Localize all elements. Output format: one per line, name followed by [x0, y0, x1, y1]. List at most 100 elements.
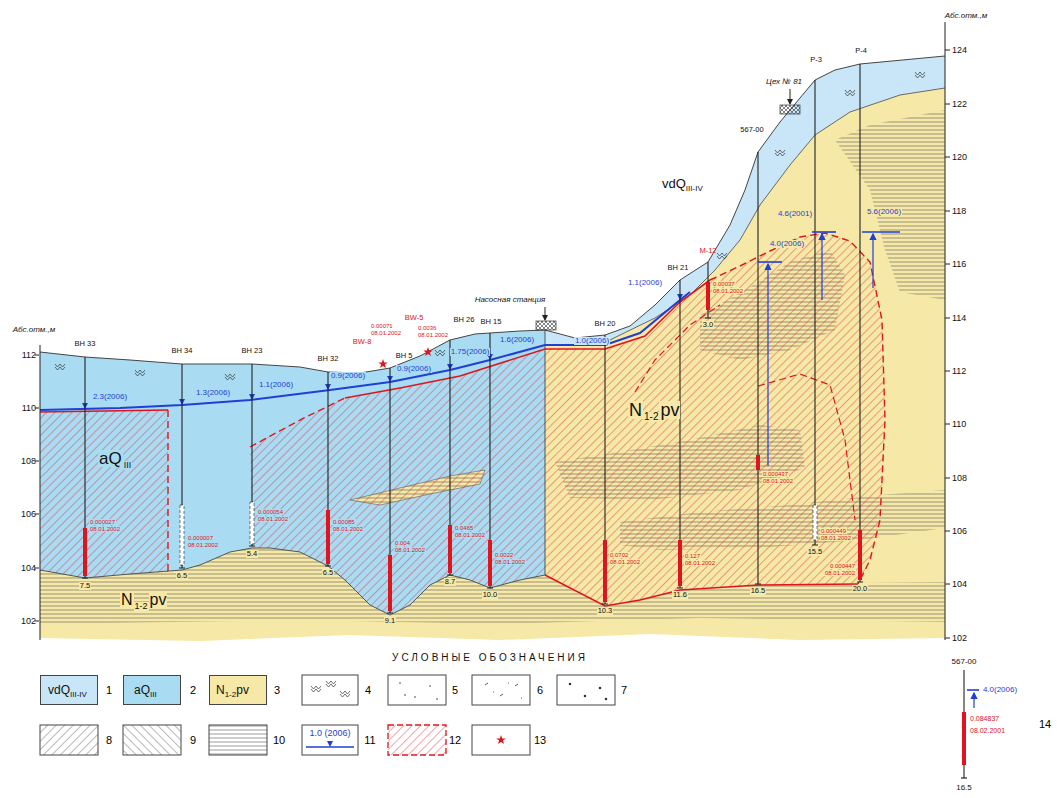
water-level-label: 4.6(2001)	[777, 210, 813, 218]
legend-sample-text: 1-2	[225, 691, 237, 699]
sampling-star	[378, 359, 388, 368]
water-rise-arrow	[821, 234, 822, 300]
borehole-name: ВН 15	[481, 318, 502, 326]
pliocene-layer	[40, 56, 945, 641]
formation-index: aQ	[98, 450, 123, 467]
legend-sample-text: aQ	[134, 684, 150, 696]
legend-sample-text: 08.02.2001	[970, 727, 1005, 734]
water-level-label: 1.75(2006)	[450, 348, 491, 356]
pointer-arrow	[545, 307, 546, 320]
fill-symbol	[340, 691, 350, 697]
borehole-name: Р-3	[810, 56, 822, 64]
borehole-name: ВН 32	[318, 355, 339, 363]
axis-tick-label: 112	[952, 367, 966, 376]
contamination-zone	[545, 233, 885, 606]
concentration-label: 0.00037	[712, 281, 736, 287]
well-screen	[180, 505, 184, 565]
concentration-label: 08.01.2002	[762, 478, 794, 484]
legend-sample	[40, 725, 98, 755]
fill-symbol	[845, 90, 855, 96]
axis-tick-label: 104	[21, 564, 36, 573]
axis-tick-label: 124	[952, 46, 967, 55]
borehole-depth: 6.5	[176, 572, 188, 580]
well-screen	[962, 712, 966, 765]
axis-tick-label: 112	[22, 351, 36, 360]
borehole-depth: 11.6	[672, 591, 688, 599]
borehole-depth: 3.0	[702, 321, 714, 329]
legend-sample-text: III-IV	[70, 691, 87, 699]
contamination-boundary	[758, 374, 855, 520]
legend-number: 14	[1039, 719, 1051, 730]
legend-sample-text: 4.0(2006)	[983, 686, 1017, 694]
borehole-name: ВН 20	[595, 320, 616, 328]
axis-title: Абс.отм.,м	[13, 326, 55, 334]
water-rise-arrow	[767, 264, 768, 466]
legend-number: 6	[537, 685, 543, 696]
legend-number: 4	[365, 685, 371, 696]
layer-boundary	[600, 88, 945, 345]
axis-tick-label: 106	[952, 527, 967, 536]
fill-symbol	[915, 72, 925, 78]
legend-sample	[209, 725, 267, 755]
formation-index: 1-2	[134, 602, 149, 611]
legend-sample	[472, 725, 530, 755]
concentration-label: 08.01.2002	[820, 535, 852, 541]
axis-tick-label: 108	[21, 457, 36, 466]
water-table	[40, 292, 690, 410]
axis-tick-label: 102	[21, 617, 36, 626]
concentration-label: 0.00085	[332, 519, 356, 525]
concentration-label: 0.0465	[454, 525, 474, 531]
axis-tick-label: 104	[952, 580, 967, 589]
axis-tick-label: 114	[952, 314, 966, 323]
legend-number: 7	[621, 685, 627, 696]
legend-sample	[123, 725, 181, 755]
legend-sample-text: vdQ	[48, 684, 70, 696]
formation-index: 1-2	[643, 412, 659, 422]
borehole-name: 567-00	[740, 126, 763, 134]
legend-dots	[399, 682, 438, 700]
borehole-name: BW-5	[405, 314, 424, 322]
legend-dots	[569, 683, 608, 701]
legend-sample	[388, 725, 446, 755]
legend-sample	[388, 675, 446, 705]
building-label: Насосная станция	[475, 296, 546, 304]
concentration-label: 08.01.2002	[89, 526, 121, 532]
legend-number: 2	[190, 685, 196, 696]
concentration-label: 08.01.2002	[394, 547, 426, 553]
water-level-marker	[327, 741, 333, 747]
concentration-label: 08.01.2002	[684, 560, 716, 566]
concentration-label: 08.01.2002	[257, 516, 289, 522]
concentration-label: 08.01.2002	[454, 532, 486, 538]
fill-symbol	[225, 374, 235, 380]
borehole-depth: 8.7	[444, 578, 456, 586]
legend-sample-text: 567-00	[952, 658, 977, 666]
water-level-label: 1.1(2006)	[258, 381, 294, 389]
axis-tick-label: 102	[952, 634, 967, 643]
concentration-label: 0.0702	[609, 552, 629, 558]
water-level-label: 0.9(2006)	[330, 372, 366, 380]
legend-sample	[302, 675, 358, 705]
concentration-label: 08.01.2002	[712, 288, 744, 294]
water-level-label: 0.9(2006)	[396, 365, 432, 373]
water-level-label: 4.0(2006)	[769, 240, 805, 248]
water-rise-arrow	[872, 234, 873, 288]
borehole-name: ВН 23	[242, 347, 263, 355]
formation-index: III-IV	[686, 185, 703, 193]
borehole-depth: 10.0	[482, 591, 499, 599]
water-level-label: 1.6(2006)	[499, 336, 535, 344]
contamination-boundary	[167, 410, 168, 572]
concentration-label: 0.000447	[829, 563, 856, 569]
borehole-name: Р-4	[855, 47, 867, 55]
legend-sample	[302, 725, 358, 755]
legend-sample-text: 16.5	[956, 784, 972, 792]
fill-symbol	[717, 253, 727, 259]
building-symbol	[780, 105, 800, 114]
concentration-label: 0.000007	[187, 535, 214, 541]
legend-sample-text: III	[150, 691, 157, 699]
axis-tick-label: 106	[21, 510, 36, 519]
concentration-label: 0.000437	[762, 471, 789, 477]
borehole-depth: 10.3	[597, 607, 614, 615]
borehole-depth: 16.5	[750, 587, 767, 595]
concentration-label: 08.01.2002	[609, 559, 641, 565]
formation-index: N	[628, 401, 643, 419]
